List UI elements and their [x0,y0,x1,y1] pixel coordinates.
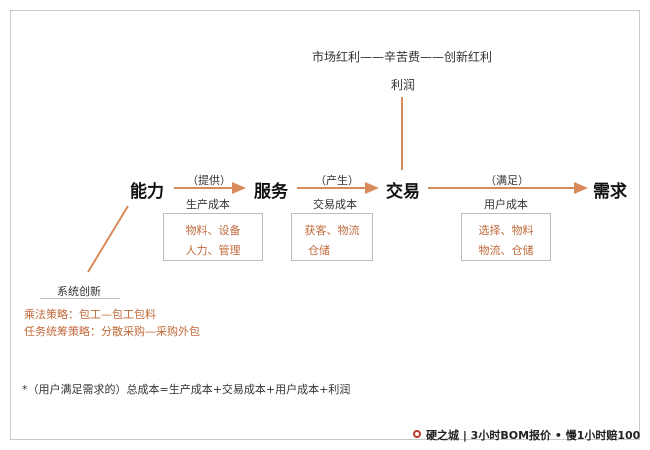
brand-slogan: 硬之城 | 3小时BOM报价 • 慢1小时赔100 [426,429,641,442]
provide-item-2: 人力、管理 [185,244,241,257]
diagram-frame [10,10,640,440]
produce-item-1: 获客、物流 [304,224,360,237]
produce-cost-box: 获客、物流 仓储 [291,213,373,261]
profit-label: 利润 [391,78,416,92]
node-capability: 能力 [130,182,164,202]
total-cost-footnote: *（用户满足需求的）总成本=生产成本+交易成本+用户成本+利润 [22,383,351,396]
innovation-label: 系统创新 [57,285,101,298]
provide-item-1: 物料、设备 [185,224,241,237]
edge-satisfy-verb: （满足） [485,174,529,187]
node-service: 服务 [254,182,288,202]
satisfy-item-1: 选择、物料 [478,224,534,237]
profit-chain: 市场红利——辛苦费——创新红利 [312,50,493,64]
edge-satisfy-cost: 用户成本 [484,198,528,211]
edge-produce-verb: （产生） [315,174,359,187]
strategy-coordination: 任务统筹策略：分散采购—采购外包 [24,325,200,338]
brand-logo-icon [413,430,421,438]
node-transaction: 交易 [386,182,420,202]
satisfy-cost-box: 选择、物料 物流、仓储 [461,213,551,261]
strategy-multiplication: 乘法策略：包工—包工包料 [24,308,156,321]
produce-item-2: 仓储 [308,244,330,257]
edge-provide-verb: （提供） [187,174,231,187]
innovation-divider [40,298,120,299]
node-demand: 需求 [593,182,627,202]
edge-provide-cost: 生产成本 [186,198,230,211]
satisfy-item-2: 物流、仓储 [478,244,534,257]
innovation-line [87,205,129,273]
provide-cost-box: 物料、设备 人力、管理 [163,213,263,261]
edge-produce-cost: 交易成本 [313,198,357,211]
